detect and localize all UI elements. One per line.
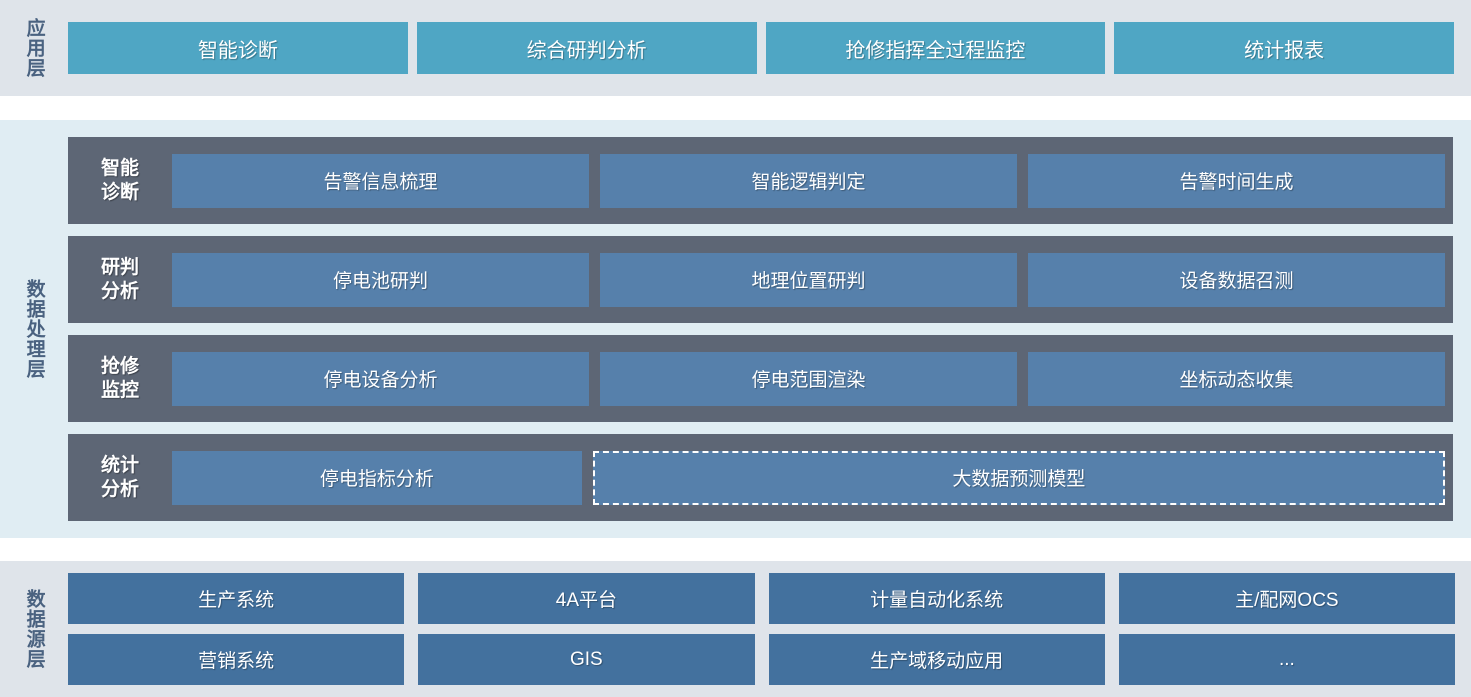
- proc-cells-intelligent-diagnosis: 告警信息梳理 智能逻辑判定 告警时间生成: [172, 153, 1445, 208]
- application-layer-body: 智能诊断 综合研判分析 抢修指挥全过程监控 统计报表: [68, 0, 1471, 96]
- src-box-metering-automation-system[interactable]: 计量自动化系统: [768, 573, 1105, 624]
- src-box-marketing-system[interactable]: 营销系统: [68, 634, 405, 685]
- proc-row-repair-monitoring: 抢修 监控 停电设备分析 停电范围渲染 坐标动态收集: [68, 335, 1453, 422]
- proc-row-label-line1: 智能: [100, 157, 139, 179]
- proc-cell-outage-device-analysis[interactable]: 停电设备分析: [172, 351, 589, 406]
- proc-cell-outage-pool-judgment[interactable]: 停电池研判: [172, 252, 589, 307]
- proc-cell-big-data-prediction-model[interactable]: 大数据预测模型: [592, 450, 1445, 505]
- src-box-more[interactable]: ...: [1118, 634, 1455, 685]
- application-layer-label: 应用层: [23, 18, 45, 78]
- proc-cell-alarm-time-generation[interactable]: 告警时间生成: [1028, 153, 1445, 208]
- proc-cell-intelligent-logic-judgment[interactable]: 智能逻辑判定: [600, 153, 1017, 208]
- src-box-production-system[interactable]: 生产系统: [68, 573, 405, 624]
- proc-cell-coordinate-dynamic-collection[interactable]: 坐标动态收集: [1028, 351, 1445, 406]
- proc-row-label-judgment-analysis: 研判 分析: [68, 256, 172, 304]
- proc-cells-judgment-analysis: 停电池研判 地理位置研判 设备数据召测: [172, 252, 1445, 307]
- proc-row-label-line2: 分析: [100, 280, 139, 302]
- app-box-intelligent-diagnosis[interactable]: 智能诊断: [68, 22, 408, 74]
- proc-row-label-statistical-analysis: 统计 分析: [68, 454, 172, 502]
- src-box-gis[interactable]: GIS: [418, 634, 755, 685]
- data-processing-layer: 数据处理层 智能 诊断 告警信息梳理 智能逻辑判定 告警时间生成 研判 分析: [0, 120, 1471, 538]
- application-layer: 应用层 智能诊断 综合研判分析 抢修指挥全过程监控 统计报表: [0, 0, 1471, 96]
- proc-row-label-repair-monitoring: 抢修 监控: [68, 355, 172, 403]
- proc-row-label-line2: 监控: [100, 379, 139, 401]
- data-source-layer-body: 生产系统 4A平台 计量自动化系统 主/配网OCS 营销系统 GIS 生产域移动…: [68, 561, 1471, 697]
- data-source-row-1: 生产系统 4A平台 计量自动化系统 主/配网OCS: [68, 573, 1455, 624]
- proc-row-statistical-analysis: 统计 分析 停电指标分析 大数据预测模型: [68, 434, 1453, 521]
- proc-row-label-line1: 统计: [100, 454, 139, 476]
- data-source-layer-label: 数据源层: [23, 589, 45, 669]
- proc-cell-outage-range-rendering[interactable]: 停电范围渲染: [600, 351, 1017, 406]
- proc-cell-device-data-polling[interactable]: 设备数据召测: [1028, 252, 1445, 307]
- data-source-row-2: 营销系统 GIS 生产域移动应用 ...: [68, 634, 1455, 685]
- proc-row-label-line1: 抢修: [100, 355, 139, 377]
- src-box-4a-platform[interactable]: 4A平台: [418, 573, 755, 624]
- proc-row-label-line1: 研判: [100, 256, 139, 278]
- proc-row-label-line2: 分析: [100, 478, 139, 500]
- app-box-statistical-report[interactable]: 统计报表: [1114, 22, 1454, 74]
- data-processing-layer-label: 数据处理层: [23, 279, 45, 379]
- src-box-production-mobile-app[interactable]: 生产域移动应用: [768, 634, 1105, 685]
- proc-cell-outage-index-analysis[interactable]: 停电指标分析: [172, 450, 582, 505]
- proc-cells-repair-monitoring: 停电设备分析 停电范围渲染 坐标动态收集: [172, 351, 1445, 406]
- data-source-layer: 数据源层 生产系统 4A平台 计量自动化系统 主/配网OCS 营销系统 GIS …: [0, 561, 1471, 697]
- proc-cells-statistical-analysis: 停电指标分析 大数据预测模型: [172, 450, 1445, 505]
- data-processing-layer-body: 智能 诊断 告警信息梳理 智能逻辑判定 告警时间生成 研判 分析 停电池研判 地…: [68, 120, 1471, 538]
- src-box-main-distribution-ocs[interactable]: 主/配网OCS: [1118, 573, 1455, 624]
- proc-row-intelligent-diagnosis: 智能 诊断 告警信息梳理 智能逻辑判定 告警时间生成: [68, 137, 1453, 224]
- proc-row-judgment-analysis: 研判 分析 停电池研判 地理位置研判 设备数据召测: [68, 236, 1453, 323]
- proc-cell-geographic-location-judgment[interactable]: 地理位置研判: [600, 252, 1017, 307]
- proc-cell-alarm-info-sorting[interactable]: 告警信息梳理: [172, 153, 589, 208]
- app-box-repair-monitoring[interactable]: 抢修指挥全过程监控: [765, 22, 1106, 74]
- app-box-comprehensive-analysis[interactable]: 综合研判分析: [416, 22, 757, 74]
- proc-row-label-intelligent-diagnosis: 智能 诊断: [68, 157, 172, 205]
- proc-row-label-line2: 诊断: [100, 181, 139, 203]
